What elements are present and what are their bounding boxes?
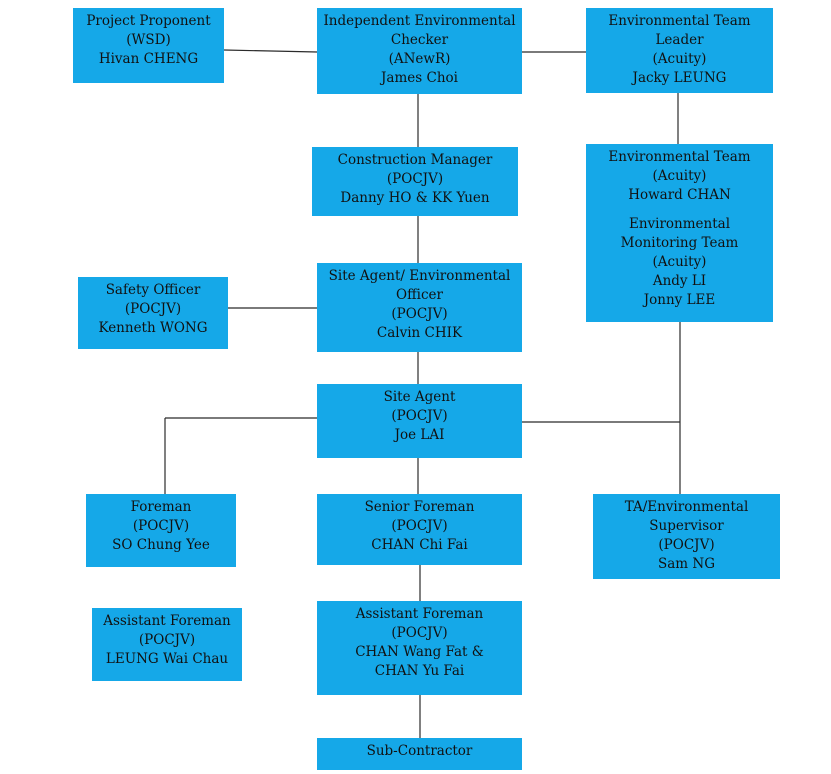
monitoring-team-line: Jonny LEE bbox=[643, 292, 716, 308]
monitoring-team-line: Andy LI bbox=[652, 273, 707, 289]
construction-manager-box: Construction Manager (POCJV) Danny HO & KK… bbox=[312, 147, 518, 216]
assistant-foreman-left-line: (POCJV) bbox=[138, 632, 196, 648]
foreman-line: (POCJV) bbox=[132, 518, 190, 534]
environmental-team-group: Environmental Team (Acuity) Howard CHAN bbox=[586, 148, 773, 205]
ta-env-supervisor-line: Supervisor bbox=[649, 518, 724, 534]
sub-contractor-box: Sub-Contractor bbox=[317, 738, 522, 770]
iec-line: James Choi bbox=[381, 70, 458, 86]
assistant-foreman-left-line: Assistant Foreman bbox=[103, 613, 231, 629]
iec-line: Independent Environmental bbox=[323, 13, 516, 29]
senior-foreman-line: CHAN Chi Fai bbox=[371, 537, 468, 553]
foreman-box: Foreman (POCJV) SO Chung Yee bbox=[86, 494, 236, 567]
assistant-foreman-center-line: CHAN Wang Fat & bbox=[355, 644, 484, 660]
assistant-foreman-center-line: CHAN Yu Fai bbox=[374, 663, 465, 679]
site-agent-env-line: Site Agent/ Environmental bbox=[328, 268, 511, 284]
safety-officer-line: (POCJV) bbox=[124, 301, 182, 317]
senior-foreman-line: Senior Foreman bbox=[364, 499, 475, 515]
iec-line: (ANewR) bbox=[388, 51, 451, 67]
et-leader-line: (Acuity) bbox=[652, 51, 707, 67]
group-gap bbox=[586, 205, 773, 215]
environmental-team-line: (Acuity) bbox=[652, 168, 707, 184]
project-proponent-line: Project Proponent bbox=[86, 13, 211, 29]
et-leader-line: Environmental Team bbox=[608, 13, 751, 29]
senior-foreman-box: Senior Foreman (POCJV) CHAN Chi Fai bbox=[317, 494, 522, 565]
line-proponent-iec bbox=[223, 49, 318, 53]
iec-line: Checker bbox=[390, 32, 449, 48]
site-agent-env-line: Officer bbox=[396, 287, 443, 303]
ta-env-supervisor-line: Sam NG bbox=[658, 556, 715, 572]
site-agent-line: Joe LAI bbox=[394, 427, 445, 443]
safety-officer-line: Safety Officer bbox=[105, 282, 201, 298]
construction-manager-line: (POCJV) bbox=[386, 171, 444, 187]
sub-contractor-line: Sub-Contractor bbox=[366, 743, 473, 759]
foreman-line: Foreman bbox=[130, 499, 192, 515]
monitoring-team-line: Monitoring Team bbox=[620, 235, 739, 251]
assistant-foreman-left-box: Assistant Foreman (POCJV) LEUNG Wai Chau bbox=[92, 608, 242, 681]
assistant-foreman-left-line: LEUNG Wai Chau bbox=[105, 651, 229, 667]
foreman-line: SO Chung Yee bbox=[112, 537, 210, 553]
project-proponent-line: Hivan CHENG bbox=[98, 51, 199, 67]
environmental-team-line: Environmental Team bbox=[608, 149, 751, 165]
construction-manager-line: Construction Manager bbox=[337, 152, 493, 168]
site-agent-line: Site Agent bbox=[383, 389, 456, 405]
construction-manager-line: Danny HO & KK Yuen bbox=[340, 190, 490, 206]
project-proponent-line: (WSD) bbox=[126, 32, 171, 48]
site-agent-line: (POCJV) bbox=[391, 408, 448, 424]
safety-officer-line: Kenneth WONG bbox=[98, 320, 208, 336]
senior-foreman-line: (POCJV) bbox=[391, 518, 448, 534]
environmental-team-box: Environmental Team (Acuity) Howard CHAN En… bbox=[586, 144, 773, 322]
assistant-foreman-center-box: Assistant Foreman (POCJV) CHAN Wang Fat & C… bbox=[317, 601, 522, 695]
safety-officer-box: Safety Officer (POCJV) Kenneth WONG bbox=[78, 277, 228, 349]
et-leader-line: Jacky LEUNG bbox=[632, 70, 727, 86]
monitoring-team-line: Environmental bbox=[628, 216, 731, 232]
ta-env-supervisor-line: TA/Environmental bbox=[624, 499, 749, 515]
project-proponent-box: Project Proponent (WSD) Hivan CHENG bbox=[73, 8, 224, 83]
site-agent-env-line: Calvin CHIK bbox=[376, 325, 463, 341]
assistant-foreman-center-line: (POCJV) bbox=[391, 625, 448, 641]
environmental-team-line: Howard CHAN bbox=[628, 187, 731, 203]
et-leader-line: Leader bbox=[655, 32, 704, 48]
site-agent-env-line: (POCJV) bbox=[391, 306, 448, 322]
assistant-foreman-center-line: Assistant Foreman bbox=[355, 606, 484, 622]
ta-env-supervisor-line: (POCJV) bbox=[658, 537, 715, 553]
site-agent-box: Site Agent (POCJV) Joe LAI bbox=[317, 384, 522, 458]
monitoring-team-line: (Acuity) bbox=[652, 254, 707, 270]
